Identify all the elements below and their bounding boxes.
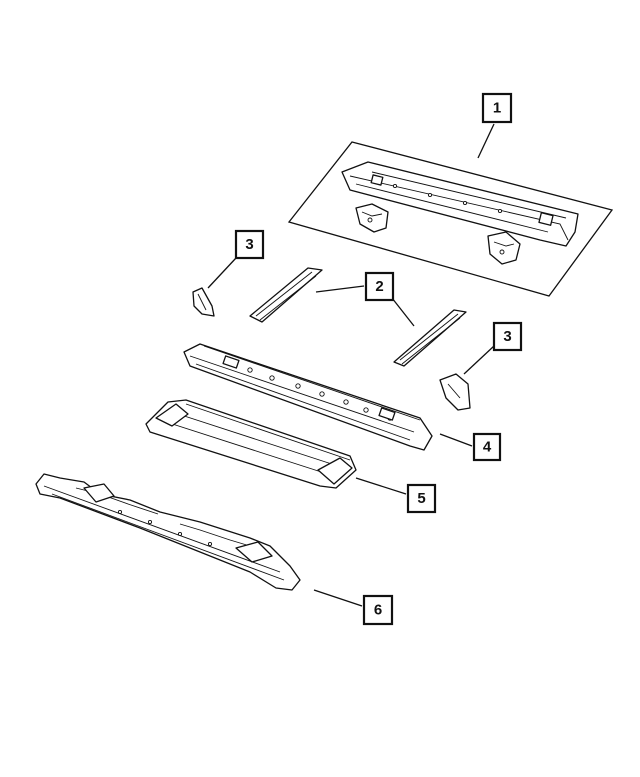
leader-2-right [391, 297, 415, 327]
callout-3-right[interactable]: 3 [492, 321, 523, 352]
callout-5[interactable]: 5 [406, 483, 437, 514]
part-5-inner-rail: 5 [145, 399, 437, 514]
rocker-holes [117, 509, 213, 547]
gusset-left [192, 287, 215, 317]
callout-6-label: 6 [374, 602, 382, 619]
leader-3-right [463, 345, 495, 375]
leader-1 [477, 123, 495, 159]
callout-2[interactable]: 2 [364, 271, 395, 302]
callout-4-label: 4 [483, 439, 492, 456]
bracket-right [487, 231, 521, 265]
gusset-right [439, 373, 471, 411]
leader-6 [313, 589, 363, 607]
bracket-left [355, 203, 389, 233]
leader-2-left [315, 285, 365, 293]
callout-3-left-label: 3 [245, 236, 253, 253]
callout-2-label: 2 [375, 278, 383, 295]
part-6-rocker-panel: 6 [35, 473, 394, 626]
leader-3-left [207, 257, 237, 289]
part-3-brackets: 3 3 [192, 229, 523, 411]
callout-4[interactable]: 4 [472, 432, 502, 462]
callout-3-left[interactable]: 3 [234, 229, 265, 260]
crossmember-beam [341, 161, 579, 247]
part-2-reinforcements: 2 [249, 267, 467, 367]
leader-5 [355, 477, 407, 495]
callout-6[interactable]: 6 [362, 594, 394, 626]
part-4-sill-channel: 4 [183, 343, 502, 462]
leader-4 [439, 433, 473, 447]
reinforcement-strip-right [393, 309, 467, 367]
callout-1[interactable]: 1 [481, 92, 513, 124]
callout-3-right-label: 3 [503, 328, 511, 345]
part-1-crossmember-kit: 1 [287, 92, 614, 297]
reinforcement-strip-left [249, 267, 323, 323]
callout-1-label: 1 [493, 100, 501, 117]
callout-5-label: 5 [417, 490, 425, 507]
